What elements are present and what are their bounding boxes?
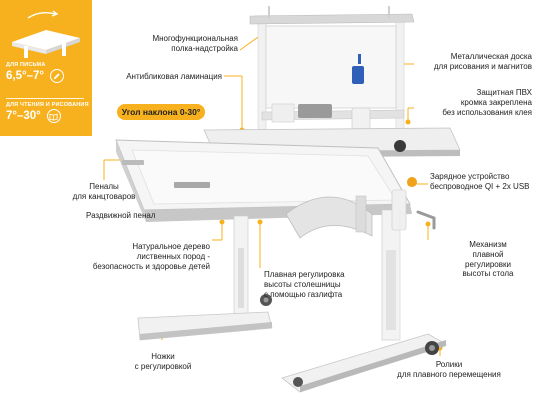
callout-rollers-line-2: для плавного перемещения [397, 369, 501, 379]
callout-gas-lift-line-1: Плавная регулировка [264, 270, 345, 279]
tilt-angle-badge: Угол наклона 0-30° [117, 104, 205, 120]
callout-sliding-tray: Раздвижной пенал [86, 211, 176, 221]
callout-pvc-edge-line-3: без использования клея [442, 107, 532, 117]
callout-charger-line-1: Зарядное устройство [430, 172, 510, 181]
writing-angle: ДЛЯ ПИСЬМА 6,5°–7° [6, 62, 64, 83]
book-icon [46, 109, 61, 123]
callout-gas-lift-line-2: высоты столешницы [264, 279, 341, 289]
panel-divider [6, 98, 84, 99]
callout-shelf: Многофункциональная полка-надстройка [124, 34, 238, 54]
callout-pencil-cases: Пеналы для канцтоваров [48, 182, 160, 202]
mini-desk-icon [12, 10, 80, 58]
callout-pvc-edge: Защитная ПВХ кромка закреплена без испол… [414, 88, 532, 117]
callout-wood-line-1: Натуральное дерево [132, 242, 210, 251]
callout-wood-line-2: лиственных пород - [136, 251, 210, 261]
callout-height-mechanism-line-1: Механизм [469, 240, 507, 249]
callout-metal-board-line-1: Металлическая доска [450, 52, 532, 61]
callout-shelf-line-2: полка-надстройка [171, 43, 238, 53]
writing-angle-value: 6,5°–7° [6, 70, 44, 82]
callout-lamination-text: Антибликовая ламинация [126, 72, 222, 81]
callout-feet-line-2: с регулировкой [134, 361, 192, 371]
pencil-icon [49, 69, 64, 83]
callout-rollers: Ролики для плавного перемещения [384, 360, 514, 380]
reading-angle-caption: ДЛЯ ЧТЕНИЯ И РИСОВАНИЯ [6, 102, 89, 108]
tilt-angle-panel: ДЛЯ ПИСЬМА 6,5°–7° ДЛЯ ЧТЕНИЯ И РИСОВАНИ… [0, 0, 92, 136]
callout-rollers-line-1: Ролики [435, 360, 463, 369]
callout-sliding-tray-text: Раздвижной пенал [86, 211, 156, 220]
callout-metal-board: Металлическая доска для рисования и магн… [402, 52, 532, 72]
callout-height-mechanism-line-2: плавной [472, 249, 504, 259]
callout-charger: Зарядное устройство беспроводное QI + 2x… [430, 172, 540, 192]
callout-feet-line-1: Ножки [151, 352, 175, 361]
callout-pvc-edge-line-1: Защитная ПВХ [476, 88, 533, 97]
callout-gas-lift-line-3: с помощью газлифта [264, 289, 343, 299]
reading-angle-value: 7°–30° [6, 110, 41, 122]
callout-wood: Натуральное дерево лиственных пород - бе… [78, 242, 210, 271]
callout-pvc-edge-line-2: кромка закреплена [460, 97, 532, 107]
callout-metal-board-line-2: для рисования и магнитов [433, 61, 532, 71]
writing-angle-caption: ДЛЯ ПИСЬМА [6, 62, 46, 68]
callout-lamination: Антибликовая ламинация [98, 72, 222, 82]
callout-height-mechanism: Механизм плавной регулировки высоты стол… [450, 240, 526, 279]
callout-height-mechanism-line-3: регулировки [465, 259, 511, 269]
callout-gas-lift: Плавная регулировка высоты столешницы с … [264, 270, 384, 299]
callout-pencil-cases-line-1: Пеналы [89, 182, 119, 191]
callout-charger-line-2: беспроводное QI + 2x USB [430, 181, 530, 191]
callout-height-mechanism-line-4: высоты стола [462, 269, 514, 279]
reading-angle: ДЛЯ ЧТЕНИЯ И РИСОВАНИЯ 7°–30° [6, 102, 89, 123]
callout-pencil-cases-line-2: для канцтоваров [72, 191, 136, 201]
callout-feet: Ножки с регулировкой [122, 352, 204, 372]
callout-shelf-line-1: Многофункциональная [152, 34, 238, 43]
callout-wood-line-3: безопасность и здоровье детей [92, 261, 210, 271]
